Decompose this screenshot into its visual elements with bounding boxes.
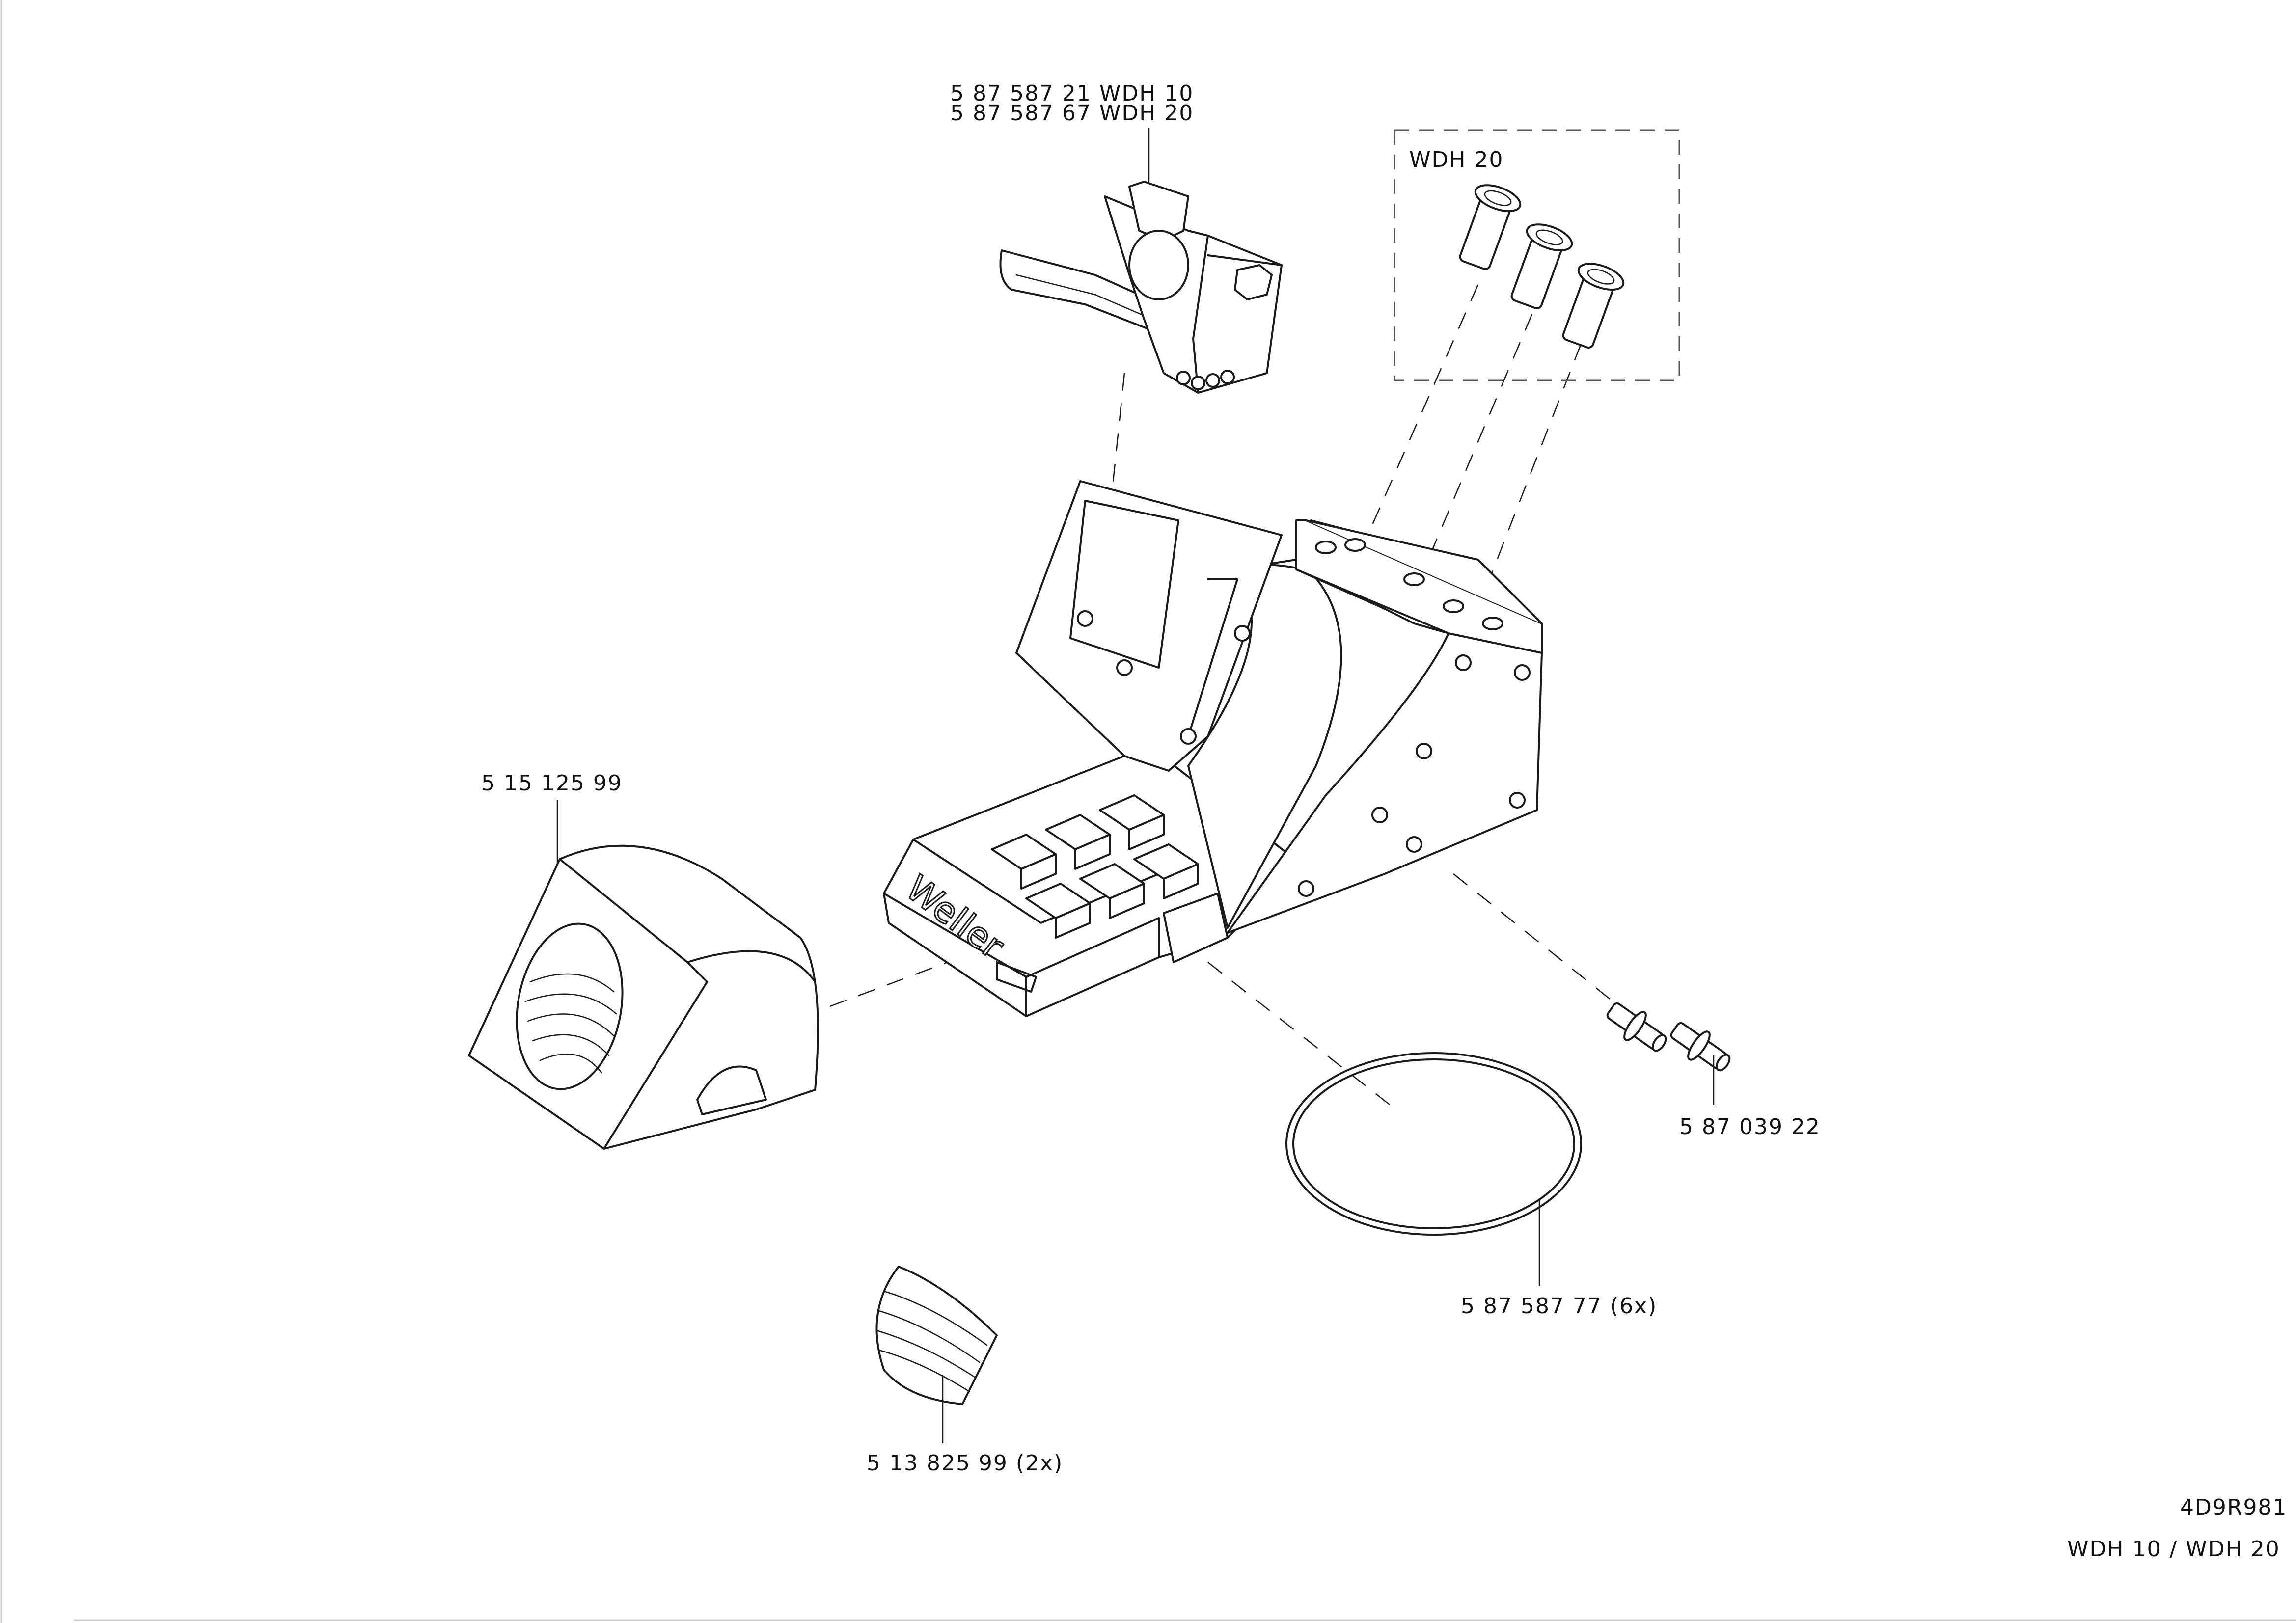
explosion-lines bbox=[829, 284, 1626, 1105]
drawing-number: 4D9R981 bbox=[2180, 1495, 2287, 1520]
pins-part-label: 5 87 039 22 bbox=[1679, 1114, 1821, 1139]
grip-insert-part: 5 13 825 99 (2x) bbox=[867, 1266, 1063, 1476]
iron-holder-part: 5 87 587 21 WDH 10 5 87 587 67 WDH 20 bbox=[950, 81, 1283, 394]
stand-base-body: Weller bbox=[883, 480, 1543, 1017]
o-ring-part: 5 87 587 77 (6x) bbox=[1285, 1052, 1657, 1319]
cover-part-label: 5 15 125 99 bbox=[481, 771, 623, 796]
side-cover-part: 5 15 125 99 bbox=[468, 771, 819, 1150]
insert-box-title: WDH 20 bbox=[1409, 147, 1503, 172]
sleeve-insert-2 bbox=[1510, 223, 1573, 310]
wdh20-insert-group: WDH 20 bbox=[1394, 129, 1680, 381]
model-title: WDH 10 / WDH 20 bbox=[2067, 1537, 2280, 1562]
holder-part-label-2: 5 87 587 67 WDH 20 bbox=[950, 101, 1194, 126]
logo-mark-icon bbox=[996, 961, 1037, 993]
holder-part-label-1: 5 87 587 21 WDH 10 bbox=[950, 81, 1194, 106]
sleeve-insert-3 bbox=[1562, 263, 1625, 349]
pin-pair-part: 5 87 039 22 bbox=[1606, 1002, 1821, 1139]
sleeve-insert-1 bbox=[1459, 184, 1522, 270]
insert-box-frame bbox=[1394, 129, 1680, 381]
tray-grid bbox=[991, 794, 1199, 939]
grip-part-label: 5 13 825 99 (2x) bbox=[867, 1451, 1063, 1476]
o-ring-part-label: 5 87 587 77 (6x) bbox=[1461, 1294, 1657, 1319]
